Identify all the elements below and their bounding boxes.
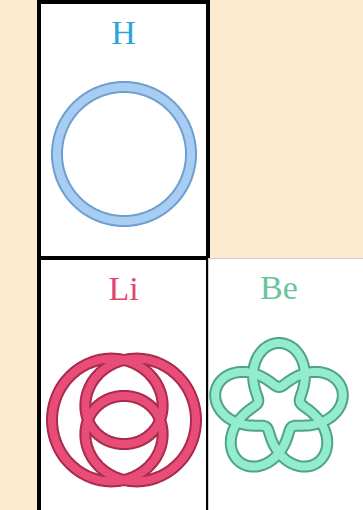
lithium-cell: Li (37, 256, 210, 510)
knot-strand (57, 87, 191, 221)
element-symbol: Li (41, 260, 206, 306)
knot-strand (215, 343, 343, 467)
knot-strand (57, 87, 191, 221)
knot-strand (215, 343, 343, 467)
element-symbol: H (41, 4, 206, 50)
hydrogen-cell: H (37, 0, 210, 260)
knot-strand (52, 359, 196, 482)
element-symbol: Be (209, 259, 349, 305)
beryllium-cell: Be (208, 258, 363, 510)
knot-strand (52, 359, 196, 482)
